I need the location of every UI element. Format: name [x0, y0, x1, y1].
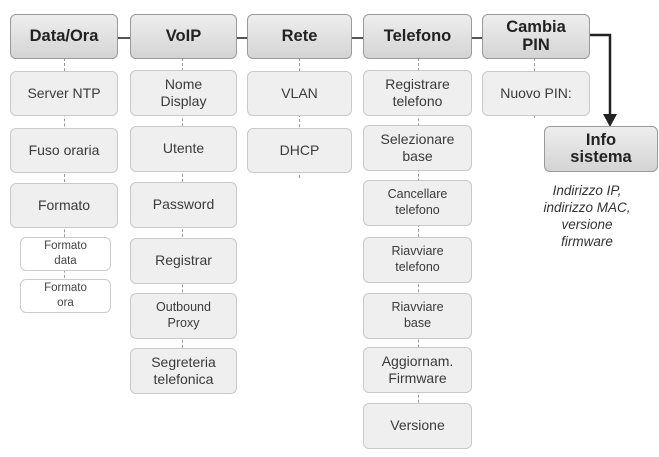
menu-header-data-ora: Data/Ora: [10, 14, 118, 59]
menu-item-registrare-telefono: Registrare telefono: [363, 70, 472, 116]
connector-rete-telefono: [352, 37, 363, 39]
menu-item-riavviare-base: Riavviare base: [363, 293, 472, 339]
menu-item-outbound-proxy: Outbound Proxy: [130, 293, 237, 339]
connector-dataora-voip: [118, 37, 130, 39]
menu-item-server-ntp: Server NTP: [10, 71, 118, 116]
arrow-head: [603, 114, 617, 127]
menu-item-dhcp: DHCP: [247, 128, 352, 173]
info-detail-line: versione: [561, 216, 613, 232]
info-sistema-details: Indirizzo IP, indirizzo MAC, versione fi…: [522, 183, 652, 251]
column-guide-rete: [299, 58, 300, 178]
connector-voip-rete: [237, 37, 247, 39]
menu-subitem-formato-data: Formato data: [20, 237, 111, 271]
menu-item-cancellare-telefono: Cancellare telefono: [363, 180, 472, 226]
info-detail-line: indirizzo MAC,: [543, 199, 631, 215]
menu-header-rete: Rete: [247, 14, 352, 59]
menu-item-riavviare-telefono: Riavviare telefono: [363, 237, 472, 283]
menu-item-fuso-oraria: Fuso oraria: [10, 128, 118, 173]
menu-item-nome-display: Nome Display: [130, 70, 237, 116]
menu-item-versione: Versione: [363, 403, 472, 449]
menu-header-info-sistema: Info sistema: [544, 126, 658, 172]
menu-header-telefono: Telefono: [363, 14, 472, 59]
menu-item-password: Password: [130, 182, 237, 228]
menu-subitem-formato-ora: Formato ora: [20, 279, 111, 313]
menu-header-cambia-pin: Cambia PIN: [482, 14, 590, 59]
connector-telefono-cambiapin: [472, 37, 482, 39]
info-detail-line: Indirizzo IP,: [552, 183, 622, 198]
menu-item-vlan: VLAN: [247, 71, 352, 116]
info-detail-line: firmware: [561, 233, 613, 249]
menu-header-voip: VoIP: [130, 14, 237, 59]
menu-item-segreteria-telefonica: Segreteria telefonica: [130, 348, 237, 394]
menu-item-utente: Utente: [130, 126, 237, 172]
menu-item-registrar: Registrar: [130, 238, 237, 284]
menu-item-nuovo-pin: Nuovo PIN:: [482, 71, 590, 116]
menu-item-formato: Formato: [10, 183, 118, 228]
menu-item-aggiornam-firmware: Aggiornam. Firmware: [363, 347, 472, 393]
arrow-line: [590, 33, 612, 115]
menu-item-selezionare-base: Selezionare base: [363, 125, 472, 171]
